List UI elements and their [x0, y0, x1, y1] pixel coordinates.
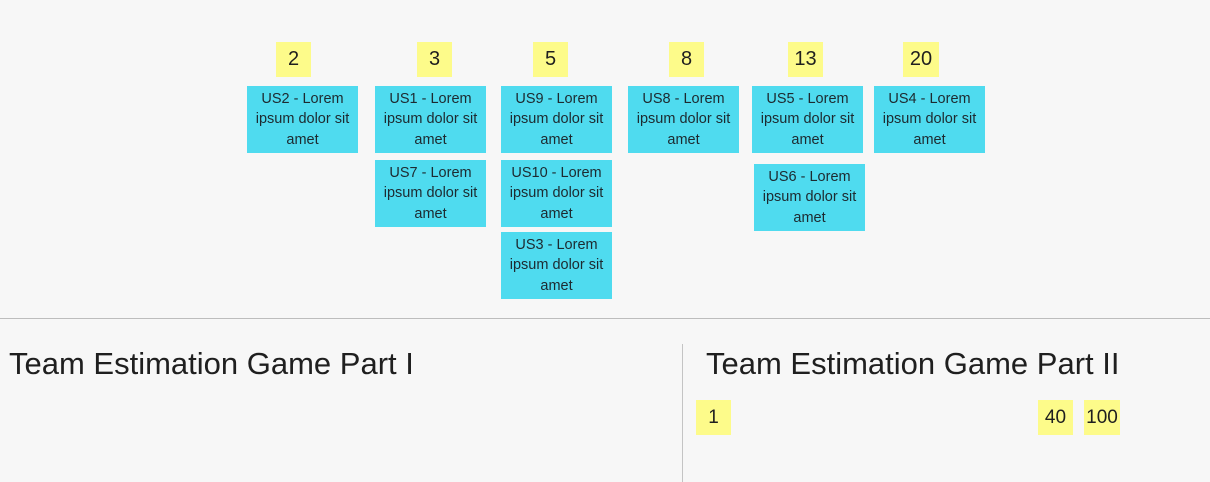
estimate-note-1[interactable]: 1: [696, 400, 731, 435]
story-card-us1[interactable]: US1 - Lorem ipsum dolor sit amet: [375, 86, 486, 153]
part1-title: Team Estimation Game Part I: [9, 346, 414, 381]
story-card-us7[interactable]: US7 - Lorem ipsum dolor sit amet: [375, 160, 486, 227]
estimate-note-2[interactable]: 2: [276, 42, 311, 77]
story-card-us9[interactable]: US9 - Lorem ipsum dolor sit amet: [501, 86, 612, 153]
estimate-note-5[interactable]: 5: [533, 42, 568, 77]
section-divider-vertical: [682, 344, 683, 482]
estimate-note-8[interactable]: 8: [669, 42, 704, 77]
story-card-us4[interactable]: US4 - Lorem ipsum dolor sit amet: [874, 86, 985, 153]
story-card-us8[interactable]: US8 - Lorem ipsum dolor sit amet: [628, 86, 739, 153]
story-card-us10[interactable]: US10 - Lorem ipsum dolor sit amet: [501, 160, 612, 227]
story-card-us3[interactable]: US3 - Lorem ipsum dolor sit amet: [501, 232, 612, 299]
estimate-note-3[interactable]: 3: [417, 42, 452, 77]
estimate-note-13[interactable]: 13: [788, 42, 823, 77]
estimate-note-100[interactable]: 100: [1084, 400, 1120, 435]
story-card-us5[interactable]: US5 - Lorem ipsum dolor sit amet: [752, 86, 863, 153]
estimate-note-40[interactable]: 40: [1038, 400, 1073, 435]
story-card-us6[interactable]: US6 - Lorem ipsum dolor sit amet: [754, 164, 865, 231]
story-card-us2[interactable]: US2 - Lorem ipsum dolor sit amet: [247, 86, 358, 153]
part2-title: Team Estimation Game Part II: [706, 346, 1120, 381]
section-divider-horizontal: [0, 318, 1210, 319]
estimate-note-20[interactable]: 20: [903, 42, 939, 77]
